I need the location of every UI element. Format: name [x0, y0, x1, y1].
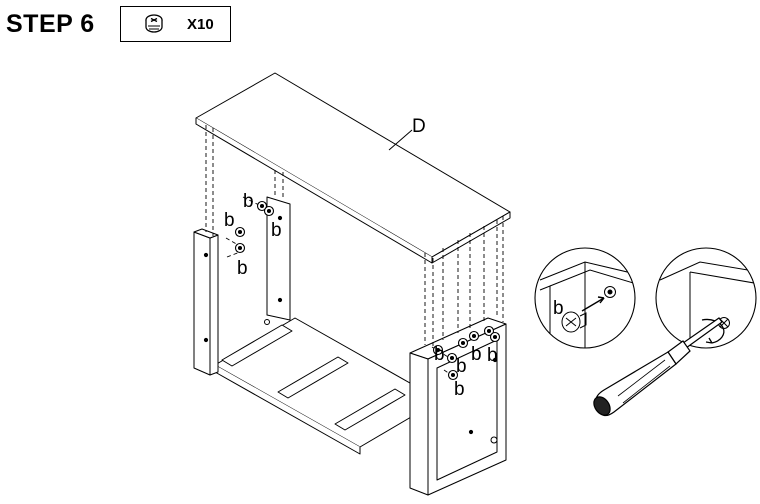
- part-label-b: b: [471, 344, 482, 365]
- part-label-b: b: [271, 220, 282, 241]
- cam-lock-icon: [145, 14, 163, 33]
- left-side-panel: [193, 196, 291, 376]
- part-label-b: b: [454, 379, 465, 400]
- d-leader-line: [388, 129, 413, 151]
- bottom-panel: [214, 317, 441, 455]
- part-label-b: b: [224, 210, 235, 231]
- top-panel-label: D: [412, 116, 426, 137]
- part-label-b: b: [434, 344, 445, 365]
- cam-locks: [234, 200, 501, 381]
- detail-insert-cam-lock: b: [534, 247, 636, 349]
- step-title: STEP 6: [6, 10, 95, 38]
- detail-tighten-cam-lock: [655, 247, 757, 349]
- top-panel-d: [195, 72, 511, 264]
- part-label-b: b: [456, 356, 467, 377]
- part-label-b: b: [487, 345, 498, 366]
- parts-count-box: X10: [120, 6, 231, 42]
- part-quantity: X10: [187, 16, 214, 33]
- part-label-b: b: [237, 258, 248, 279]
- screwdriver-icon: [593, 317, 723, 417]
- part-label-b: b: [243, 191, 254, 212]
- detail-part-label-b: b: [553, 298, 564, 319]
